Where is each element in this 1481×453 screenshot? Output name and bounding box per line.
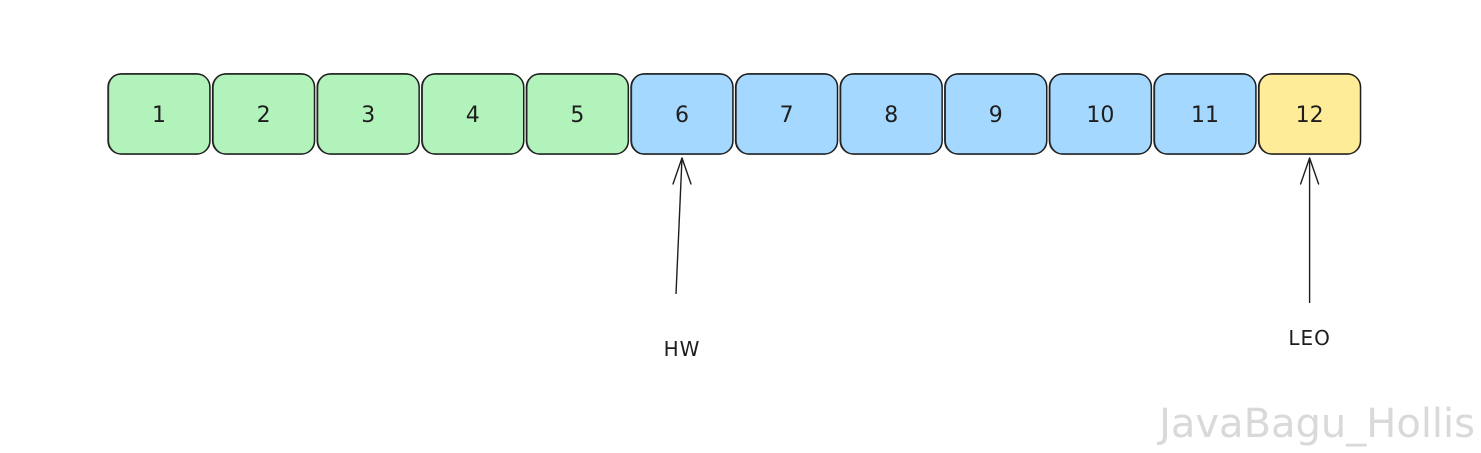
log-cell-label: 6 <box>675 103 689 128</box>
log-cell-7: 7 <box>734 73 839 155</box>
log-cell-10: 10 <box>1048 73 1153 155</box>
log-cell-sketch-outline <box>840 73 943 155</box>
log-cell-label: 12 <box>1296 103 1324 128</box>
pointer-label: LEO <box>1288 326 1331 350</box>
log-cell-label: 11 <box>1191 103 1219 128</box>
log-cell-sketch-outline <box>1049 73 1152 155</box>
log-cell-label: 4 <box>466 103 480 128</box>
pointer-arrow-shaft <box>675 157 683 295</box>
log-cell-1: 1 <box>107 73 211 155</box>
log-cell-8: 8 <box>839 73 943 155</box>
log-cell-sketch-outline <box>945 73 1047 155</box>
log-cell-sketch-outline <box>736 73 838 155</box>
log-cell-label: 9 <box>989 103 1003 128</box>
log-cell-label: 3 <box>361 103 375 128</box>
log-cell-label: 5 <box>570 103 584 128</box>
log-cell-sketch-outline <box>212 73 315 155</box>
log-cell-2: 2 <box>211 73 316 155</box>
log-cell-sketch-outline <box>108 73 211 155</box>
log-cell-sketch-outline <box>1154 73 1257 155</box>
log-pointers: HW LEO <box>664 157 1331 361</box>
log-cell-4: 4 <box>421 73 525 155</box>
log-cell-label: 10 <box>1086 103 1114 128</box>
log-cell-label: 8 <box>884 103 898 128</box>
log-cell-9: 9 <box>944 73 1048 155</box>
log-cell-6: 6 <box>630 73 734 155</box>
pointer-arrow-head <box>672 157 692 185</box>
log-cell-11: 11 <box>1153 73 1257 155</box>
log-cell-sketch-outline <box>422 73 524 155</box>
pointer-hw: HW <box>664 157 701 361</box>
log-cell-3: 3 <box>316 73 420 155</box>
log-cell-5: 5 <box>525 73 630 155</box>
log-cell-label: 7 <box>780 103 794 128</box>
log-cell-12: 12 <box>1257 73 1362 155</box>
log-cell-sketch-outline <box>1259 73 1361 155</box>
log-cell-sketch-outline <box>631 73 733 155</box>
log-cell-sketch-outline <box>317 73 420 155</box>
pointer-leo: LEO <box>1288 157 1331 350</box>
log-cell-label: 2 <box>257 103 271 128</box>
log-cell-label: 1 <box>152 103 166 128</box>
log-cell-sketch-outline <box>526 73 629 155</box>
pointer-label: HW <box>664 337 701 361</box>
pointer-arrow-head <box>1299 157 1320 185</box>
watermark-text: JavaBagu_Hollis <box>1159 401 1475 447</box>
